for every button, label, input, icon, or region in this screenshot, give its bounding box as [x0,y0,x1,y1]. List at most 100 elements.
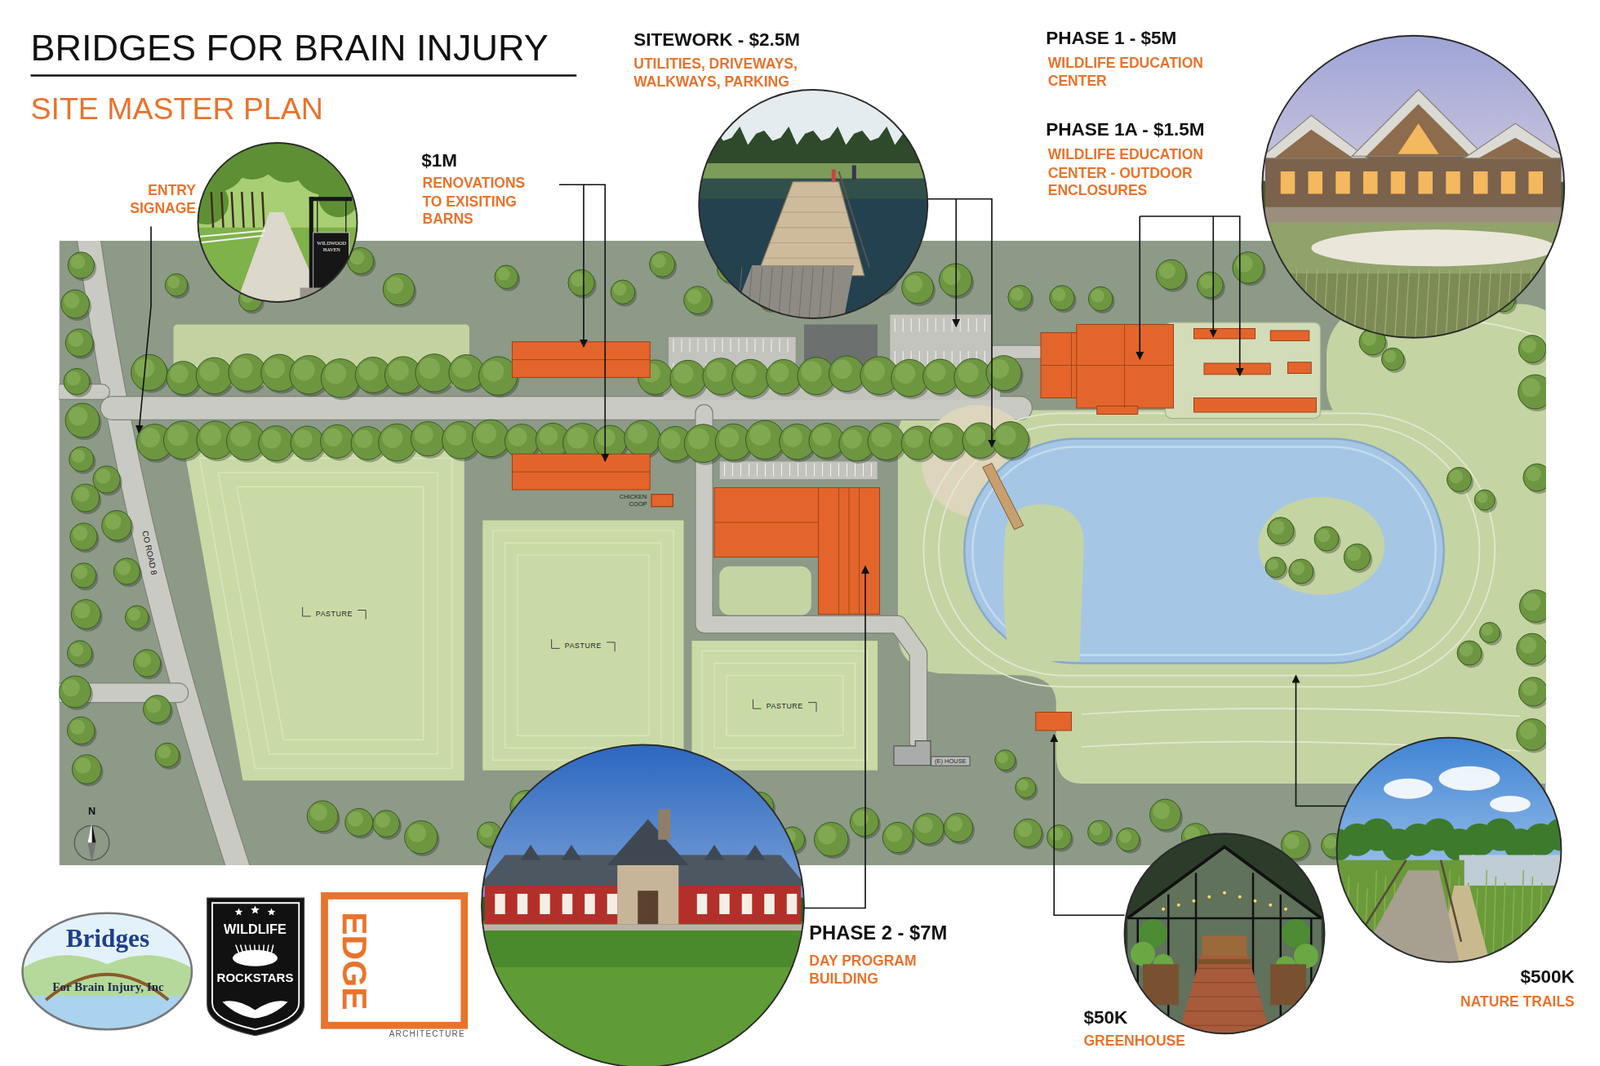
tree-highlight [832,359,853,379]
parking-stripe [902,318,904,332]
tree [902,271,934,304]
greenhouse-building [1035,712,1072,732]
tree [306,800,338,832]
tree-highlight [1017,779,1029,792]
tree [61,289,90,319]
tree-highlight [1521,680,1538,696]
tree-highlight [749,424,771,446]
mow-line [517,555,649,736]
tree-highlight [146,697,162,714]
logo-text-wrap: ARCHITECTURE [359,1029,466,1040]
string-light [1238,895,1242,899]
path [1311,229,1556,267]
sky [698,89,928,319]
window [1391,171,1406,195]
window [562,893,574,915]
roof-ridge [714,522,819,524]
wildlife-shield [207,897,305,1036]
tree [995,750,1016,771]
tree-highlight [942,266,961,285]
brick-joint [1193,982,1257,983]
fence [198,235,264,244]
quill [249,945,252,954]
tree [1155,259,1186,289]
tree [93,466,120,494]
tree-highlight [200,425,222,446]
tree-highlight [230,426,252,448]
tree-highlight [475,423,497,445]
wings [222,1000,289,1018]
building-label: (E) HOUSE [930,755,971,767]
tree [943,813,973,842]
bridges-logo-art [20,911,195,1037]
tree [504,424,539,459]
tree-highlight [1200,274,1215,289]
parking-stripe [976,318,978,332]
roof [1351,89,1485,156]
photo-frame [1262,35,1565,338]
parking-stripe [689,338,691,352]
tree [163,421,202,460]
tree-highlight [70,254,85,270]
grass-blade [1558,268,1563,338]
grasses [1262,273,1565,346]
quill [267,945,270,954]
lawn [719,566,812,616]
grass-blade [1302,268,1307,338]
grass-blade [1343,268,1348,338]
cost-heading: $50K [1084,1006,1177,1030]
lawn [1262,222,1565,374]
grass-blade [1547,268,1552,338]
tree [290,426,325,460]
tree-highlight [231,357,253,378]
education-center-photo [1245,35,1585,374]
mow-line [200,457,453,769]
cost-description: WILDLIFE EDUCATION CENTER - OUTDOOR ENCL… [1048,146,1253,200]
enclosure [1288,362,1312,374]
tree [882,822,913,853]
grass-blade [1346,876,1350,963]
tree [991,422,1029,459]
parking-lot [719,461,878,480]
tree-highlight [661,430,680,449]
window [1308,171,1324,195]
tree [670,360,707,396]
stone-joint [808,267,814,320]
tree-highlight [418,357,440,379]
tree-highlight [62,679,80,697]
north-arrow-label: N [84,804,101,818]
tree [404,821,438,854]
tree [923,359,959,395]
logo-text: ARCHITECTURE [359,1029,466,1040]
drive [481,924,805,932]
tree-highlight [1346,546,1362,562]
quill [253,945,256,954]
logo-text-wrap: EDGE [337,910,374,1013]
roof [607,819,689,866]
tree [133,649,160,677]
tree-highlight [926,362,946,382]
tree [66,716,94,744]
photo-frame [1124,833,1325,1034]
title: BRIDGES FOR BRAIN INJURY [31,24,603,71]
tree [1518,335,1546,364]
tree-highlight [127,608,141,622]
cost-description-wrap: GREENHOUSE [1084,1032,1218,1051]
tree-trunk [241,191,245,232]
grass-blade [1493,876,1497,963]
tree [568,269,595,296]
parking-stripe [822,463,823,477]
mow-line [236,486,424,740]
pasture-field [692,640,879,771]
tree-trunk [211,191,214,232]
education-center [1097,406,1138,415]
tree [345,808,374,837]
tree [849,808,879,837]
dock-plank [764,257,860,259]
grass-blade [1527,268,1532,338]
parking-stripe [927,318,929,332]
window [584,893,596,915]
tree [67,640,93,666]
tree [1474,489,1495,511]
leader-line [955,199,992,448]
